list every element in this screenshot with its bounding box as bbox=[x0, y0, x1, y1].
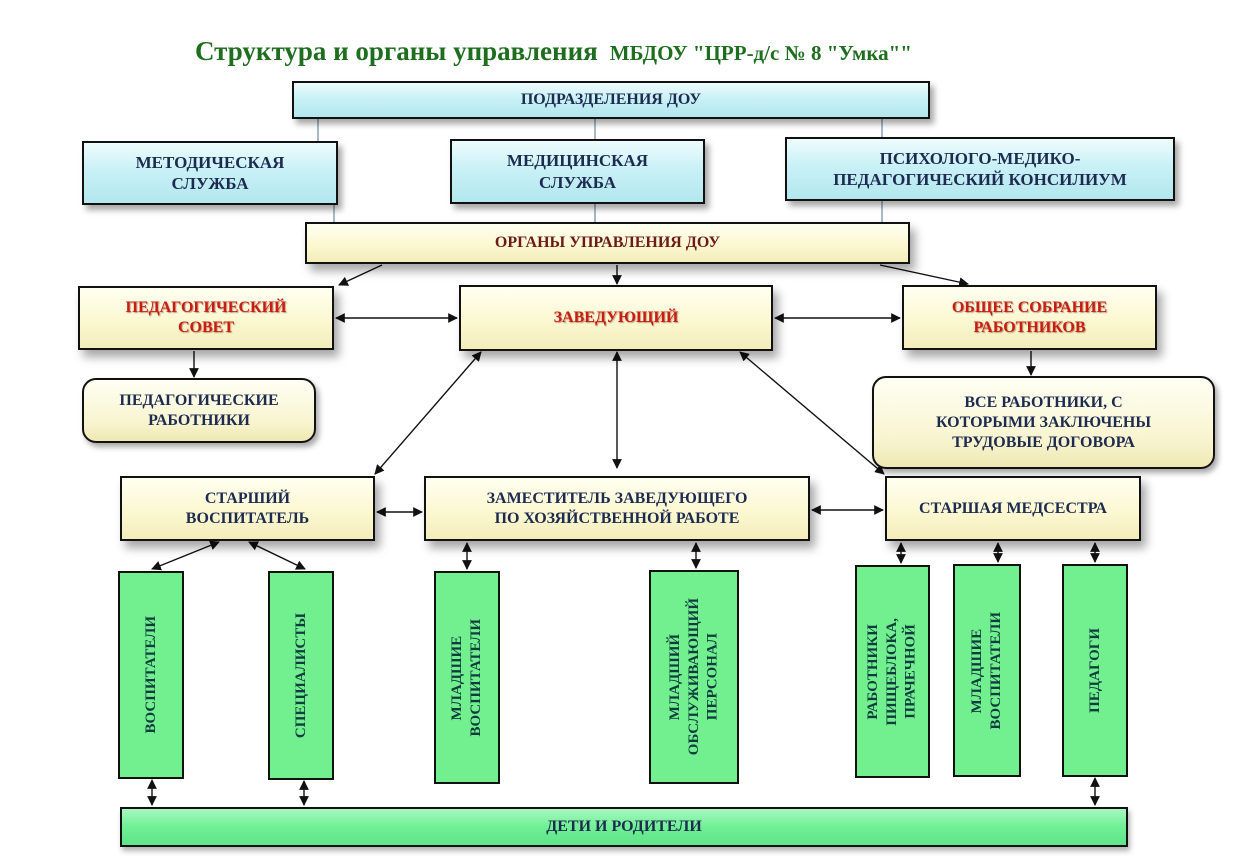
deputy-head-label: ЗАМЕСТИТЕЛЬ ЗАВЕДУЮЩЕГО ПО ХОЗЯЙСТВЕННОЙ… bbox=[486, 489, 748, 527]
staff-kitchen-laundry-label: РАБОТНИКИ ПИЩЕБЛОКА, ПРАЧЕЧНОЙ bbox=[865, 617, 919, 726]
deputy-head-box: ЗАМЕСТИТЕЛЬ ЗАВЕДУЮЩЕГО ПО ХОЗЯЙСТВЕННОЙ… bbox=[424, 476, 810, 541]
arrow-governance-to-meeting bbox=[879, 264, 969, 287]
methodical-service-label: МЕТОДИЧЕСКАЯ СЛУЖБА bbox=[135, 152, 285, 193]
staff-specialists: СПЕЦИАЛИСТЫ bbox=[268, 571, 334, 780]
staff-educators-label: ВОСПИТАТЕЛИ bbox=[142, 616, 159, 734]
pedagogical-council-label: ПЕДАГОГИЧЕСКИЙ СОВЕТ bbox=[125, 299, 287, 336]
all-staff-box: ВСЕ РАБОТНИКИ, С КОТОРЫМИ ЗАКЛЮЧЕНЫ ТРУД… bbox=[872, 376, 1215, 469]
senior-educator-label: СТАРШИЙ ВОСПИТАТЕЛЬ bbox=[185, 489, 310, 527]
arrow-senior-educator-educators bbox=[151, 540, 220, 571]
staff-teachers-label: ПЕДАГОГИ bbox=[1086, 628, 1103, 713]
medical-service-label: МЕДИЦИНСКАЯ СЛУЖБА bbox=[506, 151, 649, 192]
subdivisions-header-label: ПОДРАЗДЕЛЕНИЯ ДОУ bbox=[520, 91, 702, 108]
methodical-service-box: МЕТОДИЧЕСКАЯ СЛУЖБА bbox=[82, 141, 338, 205]
staff-junior-educators-1: МЛАДШИЕ ВОСПИТАТЕЛИ bbox=[434, 571, 500, 784]
subdivisions-header: ПОДРАЗДЕЛЕНИЯ ДОУ bbox=[292, 81, 930, 119]
staff-educators: ВОСПИТАТЕЛИ bbox=[118, 571, 184, 779]
children-parents-bar: ДЕТИ И РОДИТЕЛИ bbox=[120, 807, 1128, 847]
governance-header-label: ОРГАНЫ УПРАВЛЕНИЯ ДОУ bbox=[494, 234, 721, 251]
diagram-title: Структура и органы управления МБДОУ "ЦРР… bbox=[195, 36, 1075, 67]
staff-specialists-label: СПЕЦИАЛИСТЫ bbox=[292, 612, 309, 739]
head-label: ЗАВЕДУЮЩИЙ bbox=[553, 309, 679, 326]
head-box: ЗАВЕДУЮЩИЙ bbox=[459, 285, 773, 351]
senior-educator-box: СТАРШИЙ ВОСПИТАТЕЛЬ bbox=[120, 476, 375, 541]
title-organization: МБДОУ "ЦРР-д/с № 8 "Умка"" bbox=[609, 41, 912, 65]
arrow-head-senior-nurse bbox=[739, 351, 885, 475]
arrow-head-senior-educator bbox=[374, 351, 482, 475]
general-meeting-box: ОБЩЕЕ СОБРАНИЕ РАБОТНИКОВ bbox=[902, 285, 1157, 350]
staff-junior-educators-1-label: МЛАДШИЕ ВОСПИТАТЕЛИ bbox=[449, 618, 484, 737]
staff-junior-educators-2-label: МЛАДШИЕ ВОСПИТАТЕЛИ bbox=[969, 611, 1004, 730]
pedagogical-staff-box: ПЕДАГОГИЧЕСКИЕ РАБОТНИКИ bbox=[82, 378, 316, 443]
pedagogical-staff-label: ПЕДАГОГИЧЕСКИЕ РАБОТНИКИ bbox=[119, 391, 279, 429]
pmpk-label: ПСИХОЛОГО-МЕДИКО- ПЕДАГОГИЧЕСКИЙ КОНСИЛИ… bbox=[833, 148, 1127, 189]
children-parents-label: ДЕТИ И РОДИТЕЛИ bbox=[546, 818, 702, 835]
general-meeting-label: ОБЩЕЕ СОБРАНИЕ РАБОТНИКОВ bbox=[951, 298, 1108, 336]
staff-junior-educators-2: МЛАДШИЕ ВОСПИТАТЕЛИ bbox=[953, 564, 1021, 777]
senior-nurse-box: СТАРШАЯ МЕДСЕСТРА bbox=[885, 476, 1141, 541]
staff-teachers: ПЕДАГОГИ bbox=[1062, 564, 1128, 777]
medical-service-box: МЕДИЦИНСКАЯ СЛУЖБА bbox=[450, 139, 705, 204]
governance-header: ОРГАНЫ УПРАВЛЕНИЯ ДОУ bbox=[305, 222, 910, 264]
senior-nurse-label: СТАРШАЯ МЕДСЕСТРА bbox=[919, 499, 1107, 517]
arrow-senior-educator-specialists bbox=[248, 541, 306, 570]
title-main: Структура и органы управления bbox=[195, 36, 598, 66]
staff-junior-service: МЛАДШИЙ ОБСЛУЖИВАЮЩИЙ ПЕРСОНАЛ bbox=[649, 570, 739, 784]
staff-junior-service-label: МЛАДШИЙ ОБСЛУЖИВАЮЩИЙ ПЕРСОНАЛ bbox=[666, 598, 721, 756]
staff-kitchen-laundry: РАБОТНИКИ ПИЩЕБЛОКА, ПРАЧЕЧНОЙ bbox=[855, 565, 930, 778]
all-staff-label: ВСЕ РАБОТНИКИ, С КОТОРЫМИ ЗАКЛЮЧЕНЫ ТРУД… bbox=[935, 393, 1152, 451]
pedagogical-council-box: ПЕДАГОГИЧЕСКИЙ СОВЕТ bbox=[78, 286, 334, 350]
pmpk-box: ПСИХОЛОГО-МЕДИКО- ПЕДАГОГИЧЕСКИЙ КОНСИЛИ… bbox=[785, 137, 1175, 201]
arrow-governance-to-council bbox=[338, 264, 383, 286]
